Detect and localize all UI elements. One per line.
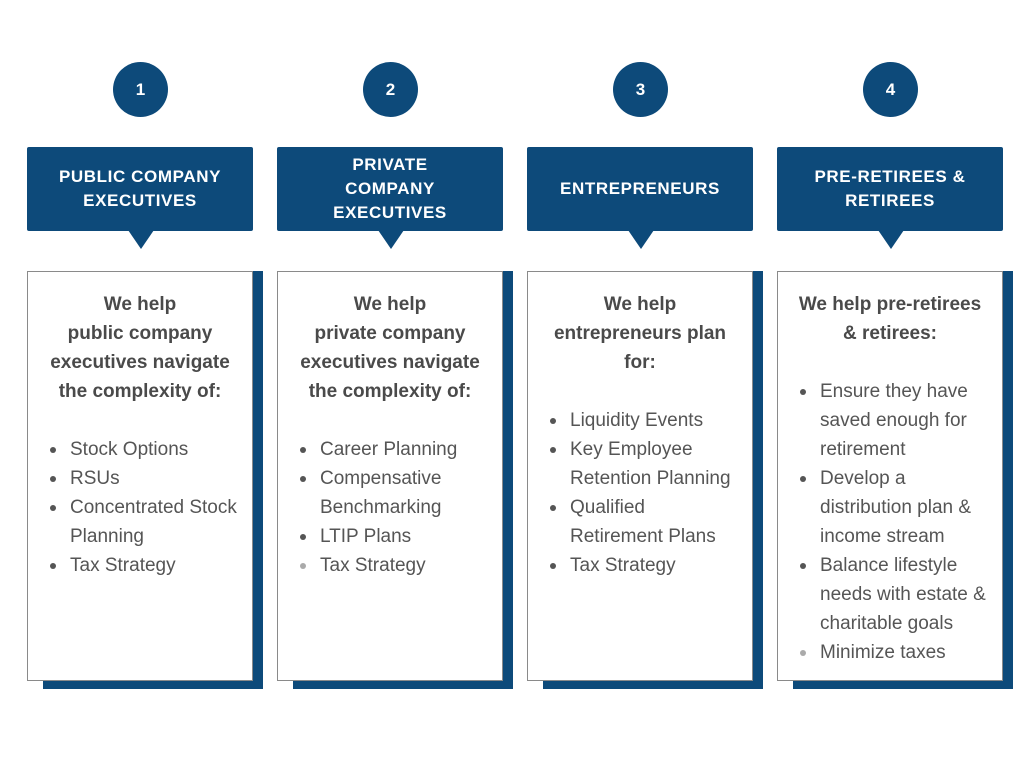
card-intro: We help public company executives naviga… xyxy=(40,290,240,406)
service-list: Career Planning Compensative Benchmarkin… xyxy=(290,435,490,580)
list-item: Liquidity Events xyxy=(546,406,740,435)
column-title-banner: PUBLIC COMPANY EXECUTIVES xyxy=(27,147,253,231)
list-item: LTIP Plans xyxy=(296,522,490,551)
service-list: Ensure they have saved enough for retire… xyxy=(790,377,990,667)
intro-line: executives navigate xyxy=(50,352,230,373)
column-title-line: EXECUTIVES xyxy=(83,191,197,210)
description-card: We help private company executives navig… xyxy=(277,271,503,681)
description-card: We help public company executives naviga… xyxy=(27,271,253,681)
column-private-company-executives: 2 PRIVATE COMPANY EXECUTIVES We help pri… xyxy=(277,0,513,768)
intro-line: public company xyxy=(67,323,213,344)
column-title-line: PUBLIC COMPANY xyxy=(58,167,222,186)
list-item: Tax Strategy xyxy=(296,551,490,580)
banner-pointer xyxy=(628,230,654,249)
service-list: Stock Options RSUs Concentrated Stock Pl… xyxy=(40,435,240,580)
column-public-company-executives: 1 PUBLIC COMPANY EXECUTIVES We help publ… xyxy=(27,0,263,768)
column-title-line: PRE-RETIREES & xyxy=(814,167,966,186)
list-item: Tax Strategy xyxy=(46,551,240,580)
description-card: We help entrepreneurs plan for: Liquidit… xyxy=(527,271,753,681)
card-intro: We help private company executives navig… xyxy=(290,290,490,406)
intro-line: & retirees: xyxy=(843,323,937,344)
intro-line: the complexity of: xyxy=(58,381,222,402)
list-item: Develop a distribution plan & income str… xyxy=(796,464,990,551)
intro-line: We help xyxy=(603,294,677,315)
list-item: RSUs xyxy=(46,464,240,493)
list-item: Concentrated Stock Planning xyxy=(46,493,240,551)
intro-line: We help xyxy=(103,294,177,315)
column-title-line: RETIREES xyxy=(845,191,935,210)
intro-line: entrepreneurs plan xyxy=(553,323,727,344)
list-item: Tax Strategy xyxy=(546,551,740,580)
intro-line: We help xyxy=(353,294,427,315)
intro-line: executives navigate xyxy=(300,352,480,373)
step-number-badge: 1 xyxy=(113,62,168,117)
banner-pointer xyxy=(378,230,404,249)
column-title-line: PRIVATE xyxy=(352,155,428,174)
list-item: Minimize taxes xyxy=(796,638,990,667)
intro-line: the complexity of: xyxy=(308,381,472,402)
list-item: Stock Options xyxy=(46,435,240,464)
list-item: Qualified Retirement Plans xyxy=(546,493,740,551)
column-entrepreneurs: 3 ENTREPRENEURS We help entrepreneurs pl… xyxy=(527,0,763,768)
step-number-badge: 2 xyxy=(363,62,418,117)
step-number-badge: 4 xyxy=(863,62,918,117)
intro-line: We help pre-retirees xyxy=(798,294,982,315)
step-number-badge: 3 xyxy=(613,62,668,117)
column-title-banner: ENTREPRENEURS xyxy=(527,147,753,231)
description-card: We help pre-retirees & retirees: Ensure … xyxy=(777,271,1003,681)
list-item: Balance lifestyle needs with estate & ch… xyxy=(796,551,990,638)
intro-line: private company xyxy=(314,323,466,344)
column-title-banner: PRIVATE COMPANY EXECUTIVES xyxy=(277,147,503,231)
card-intro: We help pre-retirees & retirees: xyxy=(790,290,990,348)
banner-pointer xyxy=(878,230,904,249)
column-title-line: EXECUTIVES xyxy=(333,203,447,222)
list-item: Compensative Benchmarking xyxy=(296,464,490,522)
service-list: Liquidity Events Key Employee Retention … xyxy=(540,406,740,580)
column-title-line: COMPANY xyxy=(345,179,435,198)
column-title-line: ENTREPRENEURS xyxy=(560,179,720,198)
banner-pointer xyxy=(128,230,154,249)
column-title-banner: PRE-RETIREES & RETIREES xyxy=(777,147,1003,231)
list-item: Career Planning xyxy=(296,435,490,464)
column-pre-retirees-retirees: 4 PRE-RETIREES & RETIREES We help pre-re… xyxy=(777,0,1013,768)
list-item: Ensure they have saved enough for retire… xyxy=(796,377,990,464)
list-item: Key Employee Retention Planning xyxy=(546,435,740,493)
card-intro: We help entrepreneurs plan for: xyxy=(540,290,740,377)
intro-line: for: xyxy=(624,352,656,373)
